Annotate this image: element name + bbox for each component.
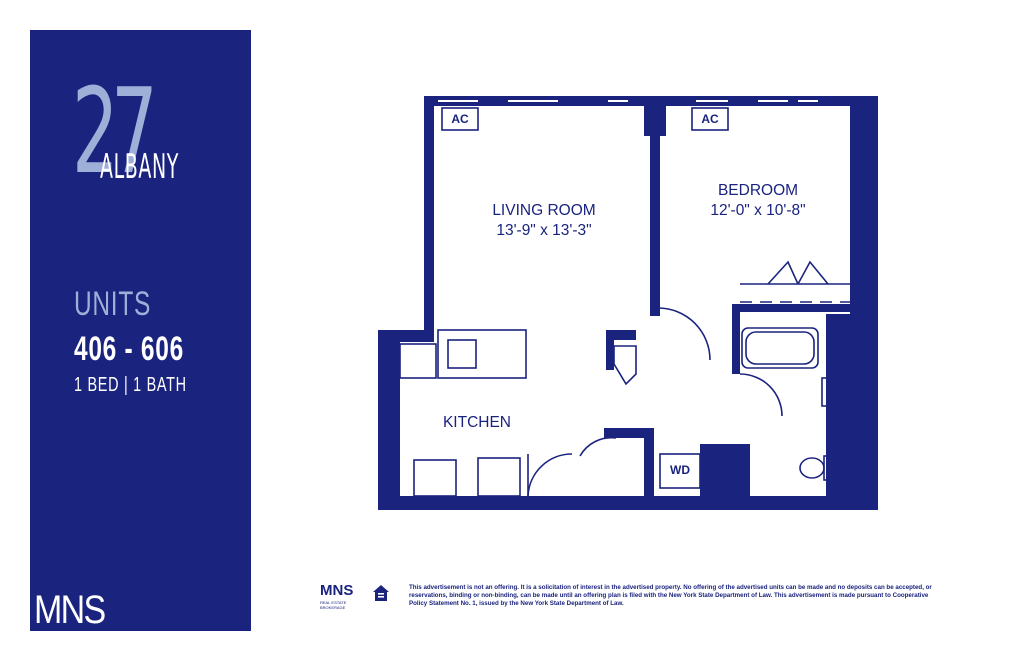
- mns-logo: MNS: [34, 588, 106, 632]
- legal-disclaimer: This advertisement is not an offering. I…: [409, 584, 932, 607]
- kitchen-name: KITCHEN: [442, 414, 512, 431]
- floor-plan: AC AC LIVING ROOM 13'-9" x 13'-3" BEDROO…: [378, 94, 880, 514]
- sidebar-panel: 27 ALBANY UNITS 406 - 606 1 BED | 1 BATH…: [30, 30, 251, 632]
- brand-number: 27: [72, 62, 158, 200]
- living-room-dims: 13'-9" x 13'-3": [496, 222, 592, 239]
- bedroom-name: BEDROOM: [717, 182, 799, 199]
- equal-housing-icon: [373, 585, 389, 601]
- units-range: 406 - 606: [74, 330, 184, 368]
- living-room-name: LIVING ROOM: [492, 202, 596, 219]
- washer-dryer-label: WD: [670, 463, 690, 477]
- bed-bath-label: 1 BED | 1 BATH: [74, 374, 187, 396]
- footer-mns-subtitle: REAL ESTATE BROKERAGE: [320, 600, 347, 610]
- footer-mns-logo: MNS: [320, 582, 354, 599]
- ac-right-label: AC: [701, 112, 719, 126]
- floor-plan-drawing: [378, 96, 878, 510]
- bedroom-dims: 12'-0" x 10'-8": [710, 202, 806, 219]
- footer: MNS REAL ESTATE BROKERAGE This advertise…: [320, 582, 940, 622]
- units-label: UNITS: [74, 285, 152, 323]
- brand-name: ALBANY: [100, 147, 180, 187]
- ac-left-label: AC: [451, 112, 469, 126]
